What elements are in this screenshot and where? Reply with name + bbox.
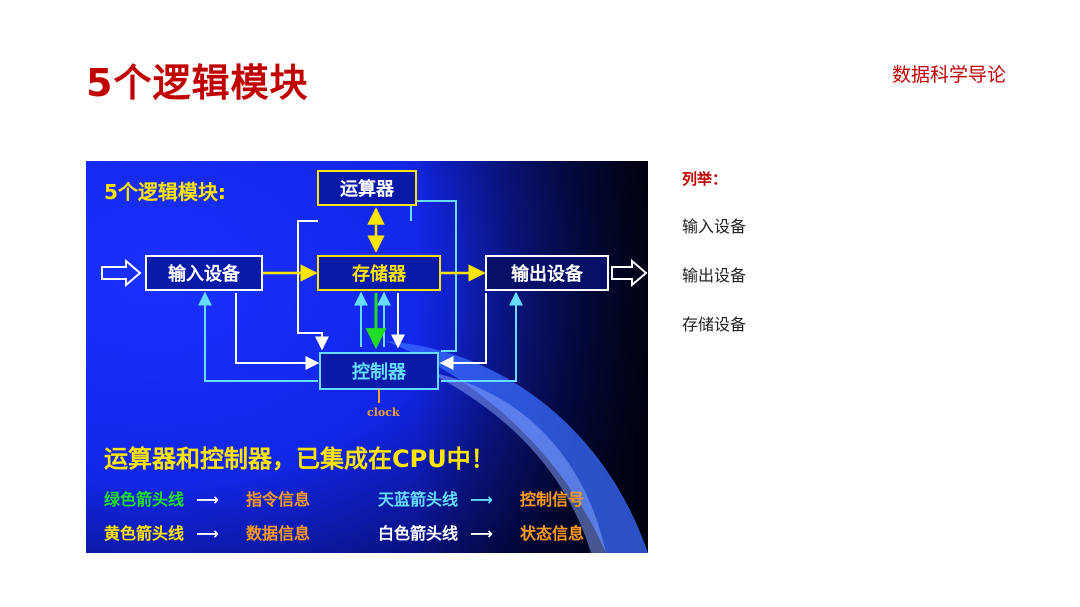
input-box <box>145 255 263 291</box>
output-box <box>485 255 609 291</box>
legend-status: 状态信息 <box>520 524 584 543</box>
legend-yellow-line: 黄色箭头线 <box>104 524 184 543</box>
course-name: 数据科学导论 <box>891 64 1006 86</box>
page-title: 5个逻辑模块 <box>86 61 309 105</box>
input-label: 输入设备 <box>168 263 241 285</box>
output-label: 输出设备 <box>511 263 584 285</box>
legend-arrow: ⟶ <box>470 524 493 543</box>
list-item: 存储设备 <box>682 315 747 334</box>
legend-green-line: 绿色箭头线 <box>104 490 184 509</box>
legend-white-line: 白色箭头线 <box>378 524 458 543</box>
memory-label: 存储器 <box>352 263 407 285</box>
control-label: 控制器 <box>352 361 407 383</box>
legend-data: 数据信息 <box>246 524 310 543</box>
list-item: 输出设备 <box>682 266 747 285</box>
diagram-image: 5个逻辑模块: 运算器 输入设备 存储器 输出设备 控制器 clock 运算器和… <box>86 161 648 553</box>
side-list: 列举： 输入设备 输出设备 存储设备 <box>682 168 746 360</box>
side-heading: 列举： <box>682 170 728 188</box>
diagram-heading: 5个逻辑模块: <box>104 180 226 204</box>
list-item: 输入设备 <box>682 217 747 236</box>
alu-box <box>317 170 417 206</box>
legend-arrow: ⟶ <box>196 490 219 509</box>
legend-instruction: 指令信息 <box>246 490 310 509</box>
cpu-summary: 运算器和控制器，已集成在CPU中！ <box>104 445 495 473</box>
input-arrow <box>101 258 142 288</box>
memory-box <box>317 255 441 291</box>
legend-cyan-line: 天蓝箭头线 <box>378 490 458 509</box>
legend-arrow: ⟶ <box>196 524 219 543</box>
alu-label: 运算器 <box>340 178 395 200</box>
clock-label: clock <box>367 406 400 419</box>
control-box <box>319 352 439 390</box>
output-arrow <box>611 258 648 288</box>
legend-arrow: ⟶ <box>470 490 493 509</box>
legend-control: 控制信号 <box>520 490 584 509</box>
